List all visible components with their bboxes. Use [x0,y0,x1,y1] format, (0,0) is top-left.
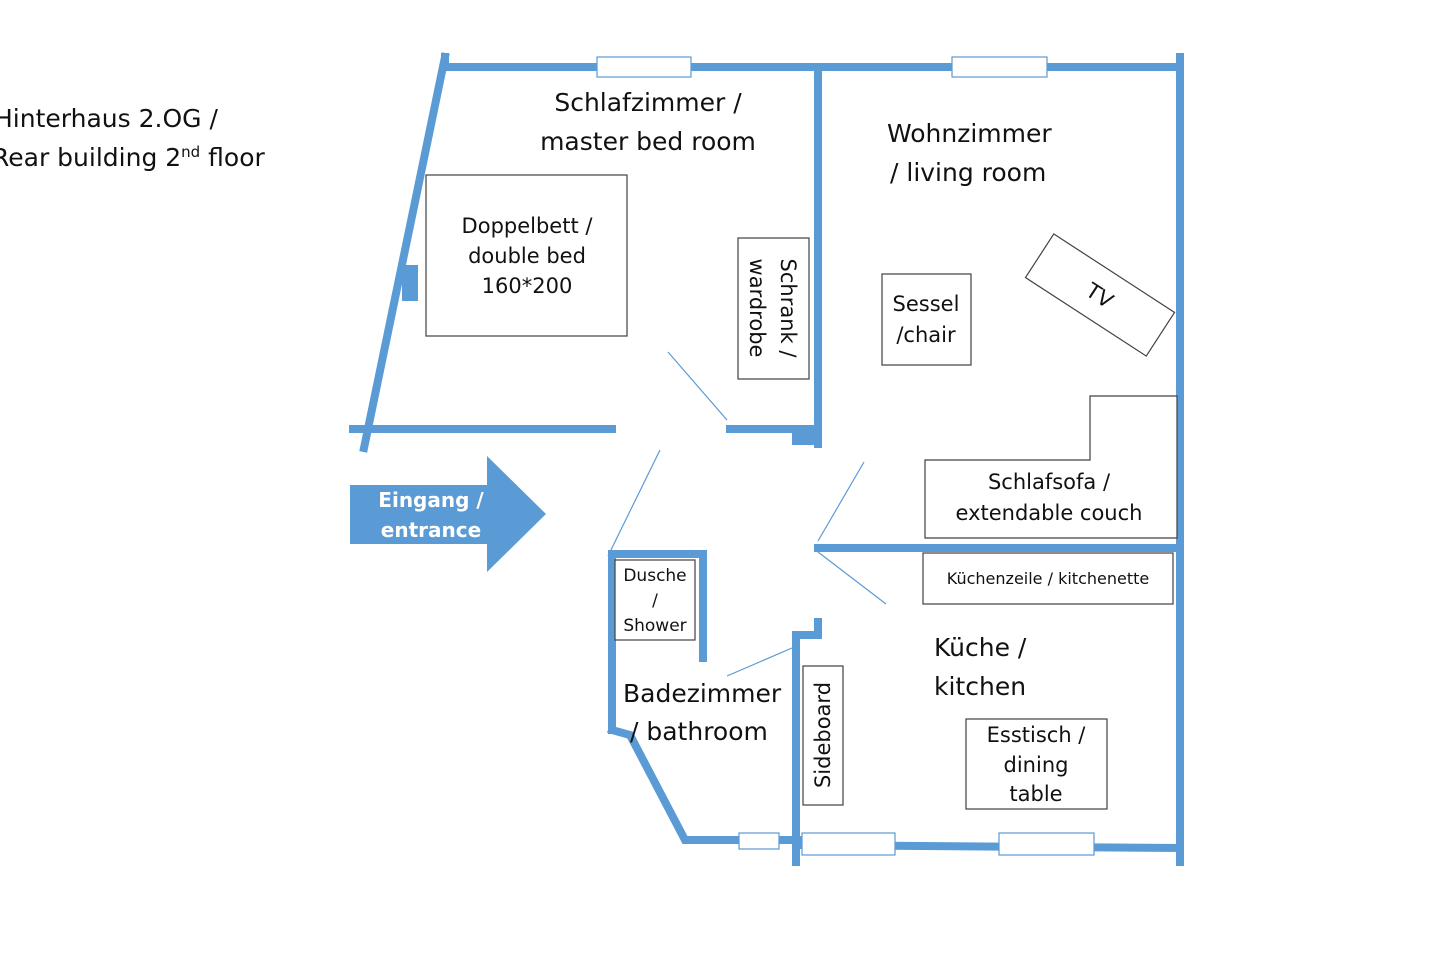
shower-label-line2: / [652,591,658,611]
shower-label-line3: Shower [623,616,686,636]
living-label-line2: / living room [890,158,1046,187]
entrance-label-line2: entrance [381,518,481,542]
double-bed-label-line3: 160*200 [482,274,573,298]
chair-label-line2: /chair [896,323,956,347]
chair-label-line1: Sessel [893,292,960,316]
window-kitchen-right [998,832,1095,856]
tv: TV [1024,233,1176,357]
outer-wall-left-slant [359,52,450,453]
door-bedroom [667,351,728,421]
kitchenette [922,552,1174,605]
chair [881,273,972,366]
plan-title-line1: Hinterhaus 2.OG / [0,104,218,133]
sideboard-label: Sideboard [811,682,835,788]
window-living [951,56,1048,78]
window-bedroom [596,56,692,78]
plan-title-line2-main: Rear building 2 [0,143,181,172]
door-entrance [607,449,661,557]
plan-title-line2-sup: nd [181,143,200,161]
bedroom-label-line1: Schlafzimmer / [554,88,742,117]
door-living [817,461,865,542]
wardrobe-label-line1: Schrank / [776,259,800,359]
bedroom-label-line2: master bed room [540,127,756,156]
extendable-couch [924,395,1178,539]
plan-title-line2: Rear building 2nd floor [0,143,265,172]
bathroom-kitchen-wall [792,618,822,866]
window-bathroom [738,832,780,850]
shower-label-line1: Dusche [623,566,686,586]
wardrobe-label-line2: wardrobe [745,259,769,358]
kitchen-label-line1: Küche / [934,633,1027,662]
windows [596,56,1095,856]
window-kitchen-left [801,832,896,856]
sideboard [802,665,844,806]
door-swings [607,351,887,677]
double-bed-label-line1: Doppelbett / [462,214,594,238]
double-bed [425,174,628,337]
bathroom-label-line1: Badezimmer [623,679,782,708]
shower-wall [608,550,707,734]
couch-label-line1: Schlafsofa / [988,470,1111,494]
kitchen-label-line2: kitchen [934,672,1026,701]
living-label-line1: Wohnzimmer [887,119,1052,148]
dining-table-label-line2: dining [1004,753,1069,777]
bathroom-label-line2: / bathroom [630,717,768,746]
wardrobe [737,237,810,380]
door-kitchen [817,551,887,605]
walls [349,52,1185,866]
couch-label-line2: extendable couch [956,501,1143,525]
dining-table-label-line3: table [1009,782,1062,806]
double-bed-label-line2: double bed [468,244,586,268]
entrance-label-line1: Eingang / [378,488,484,512]
dining-table-label-line1: Esstisch / [987,723,1087,747]
shower [614,559,696,641]
kitchenette-label: Küchenzeile / kitchenette [947,569,1149,588]
bathroom-slant-wall [607,725,746,844]
entrance-arrow [350,456,546,572]
door-bathroom [726,647,793,677]
dining-table [965,718,1108,810]
plan-title-line2-end: floor [200,143,265,172]
left-wall-notch [402,265,418,301]
outer-wall-top [441,53,1184,71]
tv-outline [1024,233,1176,357]
bedroom-corner-block [792,427,820,445]
